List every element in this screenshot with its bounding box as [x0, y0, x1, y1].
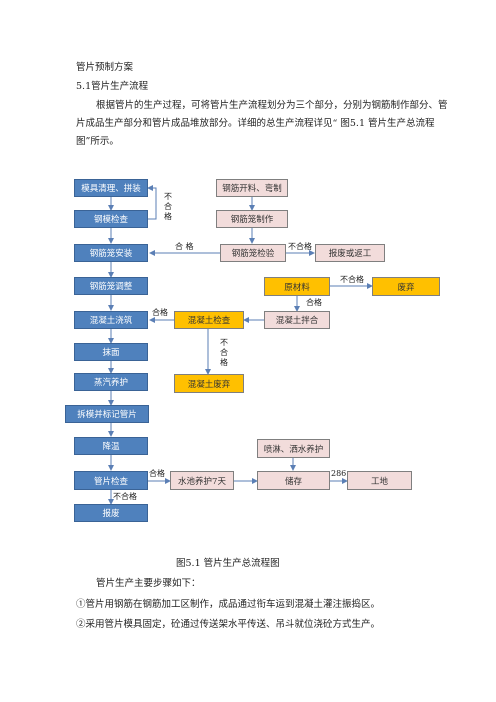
demold-mark-box: 拆模并标记管片 [65, 405, 149, 423]
concrete-unqualified-char-1: 不 [220, 338, 228, 347]
rebar-cut-bend-box: 钢筋开料、弯制 [216, 179, 288, 197]
cage-unqualified-label: 不合格 [288, 242, 312, 251]
mold-unqualified-char-1: 不 [164, 192, 172, 201]
step-2: ②采用管片模具固定，砼通过传送架水平传送、吊斗就位浇砼方式生产。 [76, 619, 381, 630]
figure-caption: 图5.1 管片生产总流程图 [176, 558, 280, 569]
raw-qualified-label: 合格 [306, 298, 322, 307]
concrete-mix-box: 混凝土拌合 [264, 311, 330, 329]
step-1: ①管片用钢筋在钢筋加工区制作，成品通过衔车运到混凝土灌注振捣区。 [76, 599, 381, 610]
storage-box: 储存 [257, 471, 330, 490]
raw-unqualified-label: 不合格 [340, 275, 364, 284]
cage-make-box: 钢筋笼制作 [216, 210, 288, 228]
raw-material-box: 原材料 [264, 277, 330, 296]
scrap-box: 报废 [74, 504, 148, 522]
segment-unqualified-label: 不合格 [113, 492, 137, 501]
discard-box: 废弃 [372, 277, 440, 296]
concrete-check-box: 混凝土检查 [174, 311, 244, 329]
cage-install-box: 钢筋笼安装 [74, 244, 148, 262]
water-cure-box: 水池养护7天 [170, 471, 234, 490]
concrete-unqualified-char-2: 合 [220, 348, 228, 357]
segment-qualified-label: 合格 [149, 469, 165, 478]
concrete-qualified-label: 合格 [152, 308, 168, 317]
mold-clean-assemble-box: 模具清理、拼装 [74, 179, 148, 197]
scrap-or-rework-box: 报废或返工 [315, 244, 385, 262]
subsection-title: 5.1管片生产流程 [76, 81, 149, 92]
cage-inspect-box: 钢筋笼检验 [220, 244, 286, 262]
concrete-pour-box: 混凝土浇筑 [74, 311, 148, 329]
cage-qualified-label: 合 格 [175, 242, 194, 251]
concrete-unqualified-char-3: 格 [220, 358, 228, 367]
site-box: 工地 [347, 471, 412, 490]
intro-paragraph: 根据管片的生产过程，可将管片生产流程划分为三个部分，分别为钢筋制作部分、管片成品… [76, 100, 448, 147]
mold-unqualified-char-2: 合 [164, 202, 172, 211]
storage-286-label: 286 [331, 469, 347, 478]
spray-cure-box: 喷淋、洒水养护 [257, 439, 330, 458]
segment-check-box: 管片检查 [74, 471, 148, 490]
cage-adjust-box: 钢筋笼调整 [74, 277, 148, 295]
smoothing-box: 抹面 [74, 343, 148, 361]
mold-check-box: 钢模检查 [74, 210, 148, 228]
steps-intro: 管片生产主要步骤如下： [96, 578, 201, 589]
mold-unqualified-char-3: 格 [164, 212, 172, 221]
concrete-discard-box: 混凝土废弃 [174, 374, 244, 393]
cooling-box: 降温 [74, 437, 148, 455]
section-title: 管片预制方案 [76, 62, 134, 73]
steam-cure-box: 蒸汽养护 [74, 373, 148, 391]
